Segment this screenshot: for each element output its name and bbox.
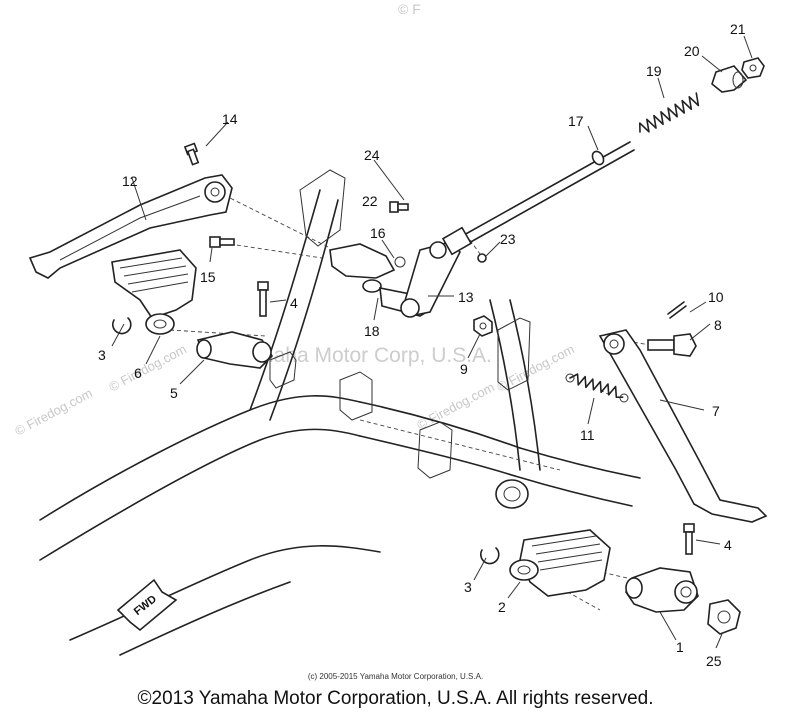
callout-11: 11 [580,427,595,443]
callout-21: 21 [730,21,746,37]
watermark-firedog-right: © Firedog.com [494,341,576,394]
callout-14: 14 [222,111,238,127]
bolt-22 [389,201,409,213]
callout-2: 2 [498,599,506,615]
callout-3-left: 3 [98,347,106,363]
callout-16: 16 [370,225,386,241]
bolt-4-upper [257,281,269,317]
callout-7: 7 [712,403,720,419]
callout-4-upper: 4 [290,295,298,311]
callout-13: 13 [458,289,474,305]
clip-right [479,547,500,565]
left-footpeg [111,249,197,335]
frame-boss [495,479,529,509]
callouts: 1 2 3 3 4 4 5 6 7 8 9 10 11 12 13 14 15 … [98,21,746,669]
clip-left [111,317,132,335]
right-footpeg [509,529,611,597]
brake-arm [379,241,461,318]
watermark-firedog-center: © Firedog.com [414,379,496,432]
watermark-center: Yamaha Motor Corp, U.S.A. [232,344,492,367]
callout-20: 20 [684,43,700,59]
callout-18: 18 [364,323,380,339]
callout-4-lower: 4 [724,537,732,553]
right-peg-bracket [625,567,699,613]
nut-25 [707,599,741,635]
watermark-top: © F [398,1,421,17]
callout-3-right: 3 [464,579,472,595]
watermark-firedog-left: © Firedog.com [12,385,94,438]
bolt-14 [183,142,200,166]
callout-12: 12 [122,173,138,189]
callout-6: 6 [134,365,142,381]
callout-8: 8 [714,317,722,333]
left-peg-bracket [196,331,274,369]
stand-bolt [647,333,697,357]
small-copyright: (c) 2005-2015 Yamaha Motor Corporation, … [307,672,484,681]
nut-9 [473,315,493,337]
bolt-4-lower [683,523,695,555]
callout-1: 1 [676,639,684,655]
callout-5: 5 [170,385,178,401]
bolt-15 [209,236,235,248]
leader-lines [111,35,753,649]
fwd-arrow: FWD [116,578,178,632]
callout-23: 23 [500,231,516,247]
pin-23 [477,253,487,263]
return-spring [565,373,629,403]
callout-9: 9 [460,361,468,377]
callout-19: 19 [646,63,662,79]
callout-24: 24 [364,147,380,163]
pivot-plate [329,243,406,293]
callout-22: 22 [362,193,378,209]
callout-25: 25 [706,653,722,669]
side-stand [598,329,768,523]
callout-10: 10 [708,289,724,305]
brake-rod [441,141,635,256]
callout-15: 15 [200,269,216,285]
cotter-pin [667,301,687,319]
rod-adjuster [711,65,748,93]
copyright-notice: ©2013 Yamaha Motor Corporation, U.S.A. A… [137,688,654,709]
brake-pedal [28,174,233,279]
rod-nut [741,57,765,79]
rod-spring [638,92,700,133]
callout-17: 17 [568,113,584,129]
